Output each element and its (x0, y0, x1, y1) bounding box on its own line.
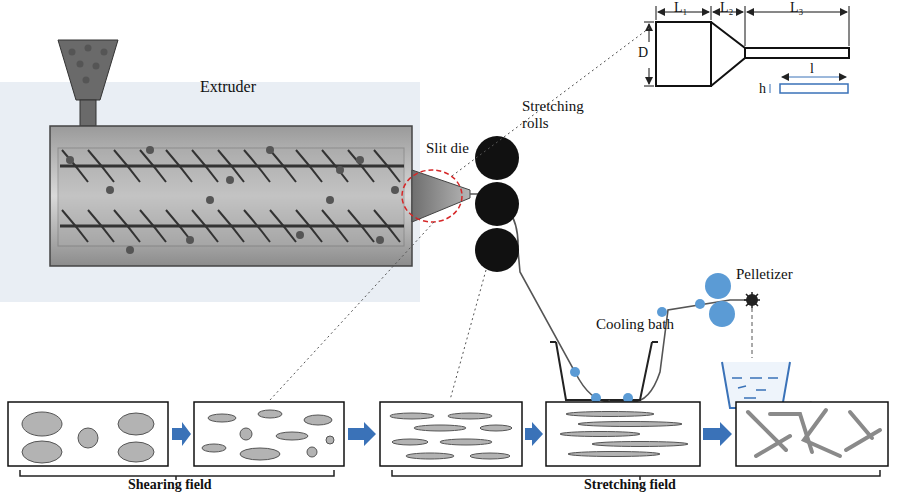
pellet-dot (83, 77, 90, 84)
pellet-dot (85, 45, 92, 52)
pellet-dot (376, 236, 384, 244)
pellet-dot (106, 186, 114, 194)
pellet-dot (296, 231, 304, 239)
field-label: Stretching field (584, 477, 676, 492)
part-label: Cooling bath (596, 316, 674, 333)
dimension: L₃ (790, 0, 803, 15)
pellet-dot (391, 186, 399, 194)
pellet-dot (69, 49, 76, 56)
part-label: Slit die (426, 140, 469, 157)
part-label: Pelletizer (736, 266, 793, 283)
pellet-dot (66, 156, 74, 164)
pellet-dot (226, 176, 234, 184)
pellet-dot (146, 146, 154, 154)
pellet-dot (336, 166, 344, 174)
pellet-dot (326, 196, 334, 204)
dimension: h (759, 81, 766, 96)
field-label: Shearing field (128, 477, 212, 492)
node-label: Extruder (200, 78, 256, 96)
pellet-dot (356, 156, 364, 164)
dimension: L₁ (674, 0, 687, 15)
dimension: D (638, 45, 648, 60)
pellet-dot (93, 63, 100, 70)
pellet-dot (126, 246, 134, 254)
pellet-dot (206, 196, 214, 204)
extruder-barrel: Extruder (50, 78, 412, 266)
pellet-dot (186, 236, 194, 244)
pellet-dot (101, 49, 108, 56)
dimension: L₂ (720, 0, 733, 15)
part-label: Stretching rolls (522, 98, 592, 131)
dimension: l (810, 61, 814, 76)
pellet-dot (266, 146, 274, 154)
screw-flight (62, 210, 400, 242)
pellet-dot (77, 61, 84, 68)
